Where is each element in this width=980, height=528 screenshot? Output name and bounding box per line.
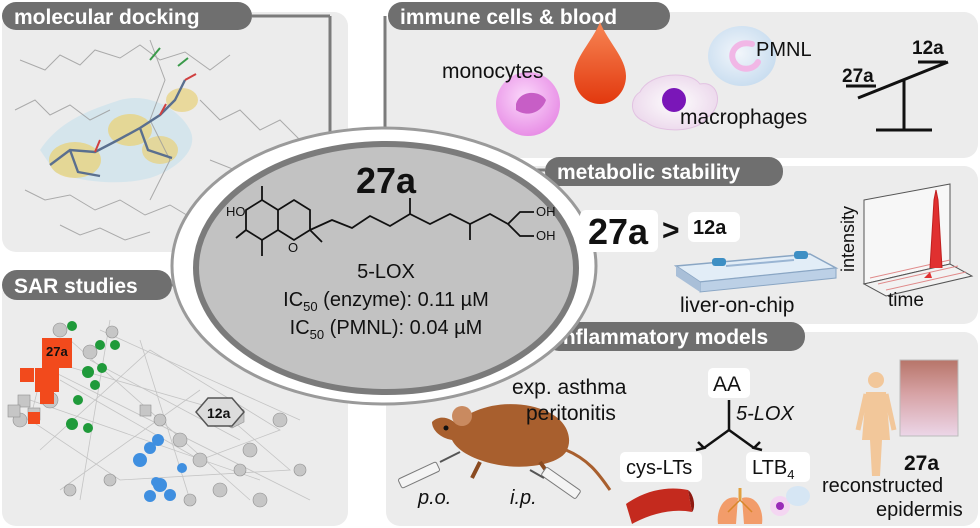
immune-tab (388, 2, 670, 30)
docking-title: molecular docking (14, 6, 200, 29)
structure-ho: HO (226, 204, 246, 219)
epidermis-compound: 27a (904, 452, 939, 475)
route-oral: p.o. (417, 487, 451, 509)
rhs-box (688, 212, 740, 242)
center-ellipse (193, 141, 579, 395)
epidermis-image (899, 359, 959, 437)
inflammatory-title: inflammatory models (557, 326, 768, 349)
monocytes-label: monocytes (442, 60, 544, 83)
blood-vessel-icon (626, 488, 695, 524)
immune-title: immune cells & blood (400, 6, 617, 29)
aa-box (708, 368, 750, 398)
sar-network: 27a 12a (7, 319, 311, 508)
blood-drop-icon (574, 22, 626, 104)
metabolic-content: 27a > 12a liver-on-chip intensity time (580, 183, 974, 317)
center-hub: 27a HO O OH OH 5-LOX IC50 (enzyme): 0.11… (170, 126, 598, 406)
structure-oh-lower: OH (536, 228, 556, 243)
seesaw-high-label: 12a (912, 38, 944, 59)
structure-27a (235, 186, 534, 256)
seesaw-icon (846, 60, 949, 132)
docking-tab (2, 2, 252, 30)
lungs-icon (717, 488, 763, 524)
inflammatory-content: exp. asthma peritonitis p.o. i.p. AA 5-L… (398, 359, 963, 524)
chromatogram-ylabel: intensity (838, 206, 858, 272)
cys-label: cys-LTs (626, 457, 692, 479)
ic50-pmnl: IC50 (PMNL): 0.04 µM (290, 317, 483, 342)
epidermis-line2: epidermis (876, 499, 963, 521)
pmnl-cell-icon (708, 26, 776, 86)
neutrophil-icon (770, 486, 810, 516)
route-ip: i.p. (510, 487, 537, 509)
sar-node-12a-label: 12a (207, 405, 231, 421)
structure-ring-o: O (288, 240, 298, 255)
ltb-label: LTB4 (752, 457, 794, 482)
liver-chip-icon (673, 251, 839, 293)
cys-box (620, 452, 702, 482)
lhs-box (580, 210, 658, 252)
immune-content: monocytes macrophages PMNL 12a 27a (442, 22, 949, 136)
models-line2: peritonitis (526, 402, 616, 425)
aa-label: AA (713, 373, 741, 396)
macrophages-label: macrophages (680, 106, 807, 129)
epidermis-line1: reconstructed (822, 475, 943, 497)
metabolic-operator: > (662, 214, 680, 247)
sar-node-27a-label: 27a (46, 344, 68, 359)
pathway-arrows (695, 400, 763, 452)
mouse-icon (432, 404, 612, 491)
metabolic-lhs: 27a (588, 211, 649, 252)
sar-node-12a (195, 397, 245, 427)
ltb-box (746, 452, 810, 482)
metabolic-title: metabolic stability (557, 161, 741, 184)
sar-tab (2, 270, 172, 300)
ic50-enzyme: IC50 (enzyme): 0.11 µM (283, 289, 489, 314)
chromatogram-icon (862, 183, 974, 297)
seesaw-low-label: 27a (842, 66, 874, 87)
inflammatory-panel (386, 332, 978, 526)
center-target: 5-LOX (357, 261, 415, 283)
human-figure-icon (855, 372, 897, 476)
metabolic-rhs: 12a (693, 217, 727, 239)
models-line1: exp. asthma (512, 376, 627, 399)
sar-title: SAR studies (14, 275, 138, 298)
chip-label: liver-on-chip (680, 294, 794, 317)
center-compound: 27a (356, 160, 417, 201)
metabolic-tab (545, 157, 783, 186)
syringe-oral-icon (398, 451, 461, 489)
inflammatory-tab (545, 322, 805, 351)
structure-oh-upper: OH (536, 204, 556, 219)
chromatogram-xlabel: time (888, 290, 924, 311)
pmnl-label: PMNL (756, 39, 812, 61)
syringe-ip-icon (529, 467, 581, 499)
enzyme-label: 5-LOX (736, 403, 794, 425)
